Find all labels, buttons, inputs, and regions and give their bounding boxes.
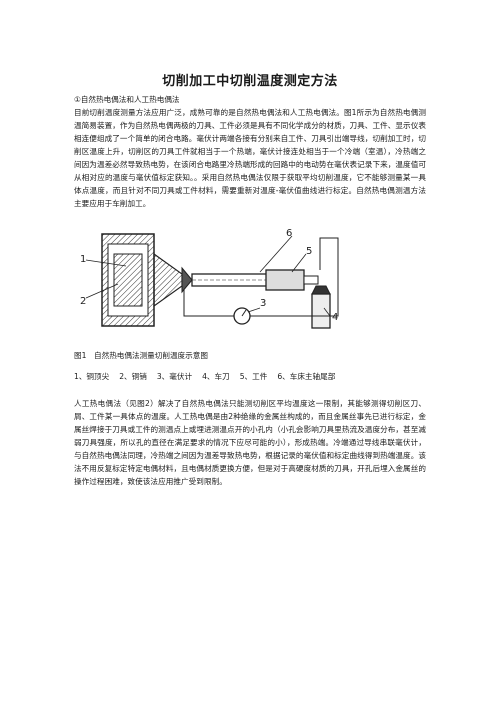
figure-label-3: 3 [260, 298, 266, 309]
paragraph-artificial-thermocouple: 人工热电偶法（见图2）解决了自然热电偶法只能测切削区平均温度这一限制，其能够测得… [74, 398, 426, 486]
thermocouple-diagram: 1 2 3 4 5 6 [80, 228, 339, 329]
document-title: 切削加工中切削温度测定方法 [162, 74, 338, 89]
paragraph-natural-thermocouple: 目前切削温度测量方法应用广泛，成熟可靠的是自然热电偶法和人工热电偶法。图1所示为… [74, 108, 426, 208]
millivoltmeter [233, 307, 251, 325]
document-page: 切削加工中切削温度测定方法 ①自然热电偶法和人工热电偶法 目前切削温度测量方法应… [74, 74, 426, 488]
wiring [183, 237, 339, 317]
figure-legend: 1、铜顶尖 2、铜销 3、毫伏计 4、车刀 5、工件 6、车床主轴尾部 [74, 370, 426, 383]
figure-label-5: 5 [306, 246, 312, 257]
legend-item: 1、铜顶尖 [74, 371, 110, 381]
section-heading: ①自然热电偶法和人工热电偶法 [74, 95, 180, 104]
legend-item: 4、车刀 [202, 371, 230, 381]
figure-label-6: 6 [286, 228, 292, 239]
legend-item: 2、铜销 [119, 371, 147, 381]
figure-label-4: 4 [332, 312, 338, 323]
figure-caption: 图1 自然热电偶法测量切削温度示意图 [74, 351, 208, 360]
legend-item: 3、毫伏计 [156, 371, 193, 381]
copper-center [153, 252, 193, 308]
legend-item: 5、工件 [239, 371, 268, 381]
figure-label-2: 2 [80, 296, 86, 307]
leader-lines [85, 235, 331, 317]
lathe-chuck [101, 233, 155, 327]
workpiece [265, 269, 319, 291]
turning-tool [311, 285, 331, 329]
figure-1: 1 2 3 4 5 6 [74, 224, 426, 334]
legend-item: 6、车床主轴尾部 [277, 371, 336, 381]
figure-label-1: 1 [80, 254, 86, 265]
